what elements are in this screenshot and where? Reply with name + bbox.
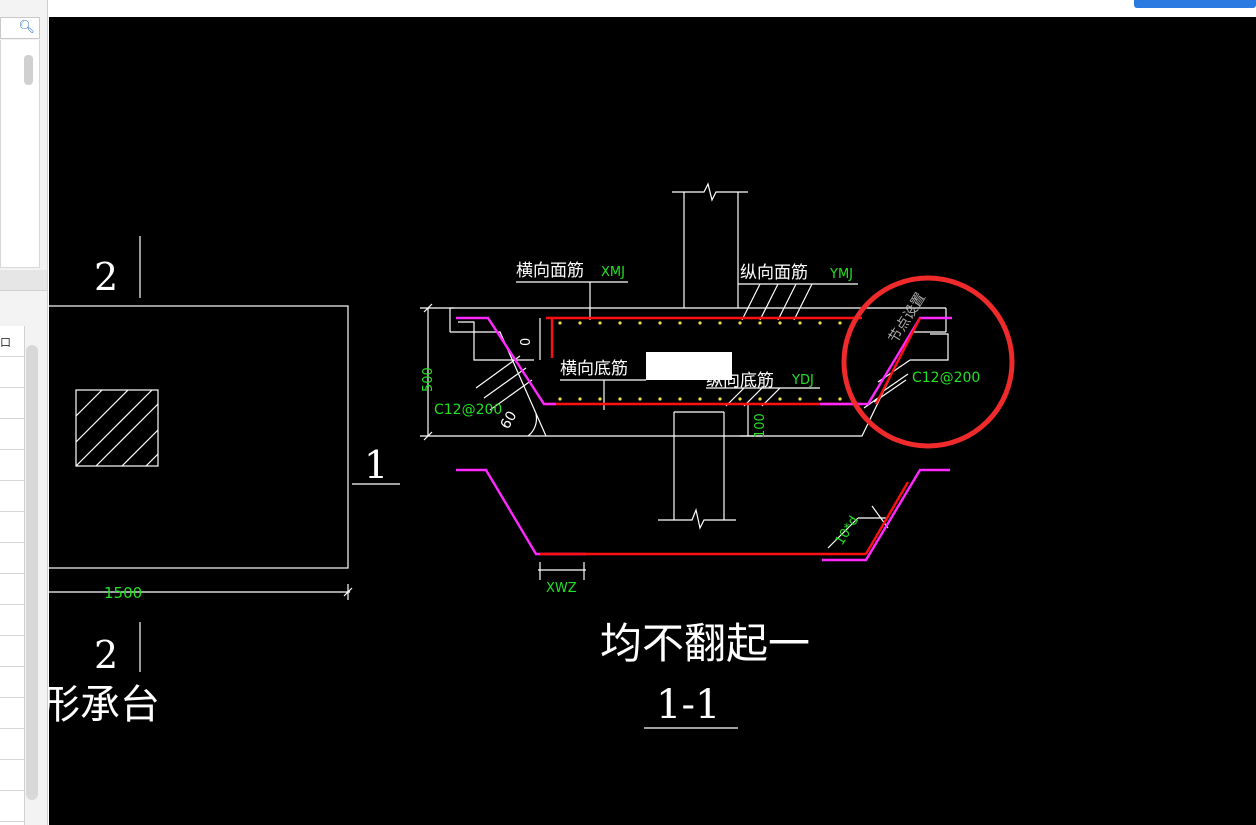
cap-bottom-edge [450, 331, 946, 437]
list-scrollbar[interactable] [24, 55, 33, 85]
grid-scrollbar[interactable] [26, 345, 38, 800]
pile-break-bottom [658, 507, 736, 530]
component-list[interactable] [0, 40, 40, 268]
top-toolbar [0, 0, 1256, 17]
plan-caption: 形承台 [49, 682, 160, 728]
pile-cap-outline [49, 305, 349, 569]
code-bottom-longitudinal: YDJ [791, 373, 814, 388]
left-panel: 🔍︎ 口 [0, 0, 48, 825]
detail-rebar-right-inner [864, 481, 910, 555]
dim-cover-label: 100 [753, 413, 768, 438]
grid-cell-text: 口 [0, 336, 11, 349]
label-top-longitudinal: 纵向面筋 [740, 263, 808, 283]
code-top-transverse: XMJ [601, 265, 625, 280]
plan-section-mark-2-bottom: 2 [94, 633, 118, 677]
label-top-transverse: 横向面筋 [516, 261, 584, 281]
left-slope-rebar [456, 316, 556, 406]
rebar-left-label: C12@200 [434, 402, 502, 418]
search-input[interactable]: 🔍︎ [0, 17, 40, 39]
dim-zero-label: 0 [519, 338, 534, 346]
note-no-bend: 均不翻起一 [600, 619, 810, 668]
rebar-right-label: C12@200 [912, 370, 980, 386]
cad-canvas[interactable]: 2 1 2 1500 形承台 横向面筋 XMJ 纵向面筋 YMJ 横向底筋 纵向… [49, 17, 1256, 825]
leader-right-slope [910, 333, 949, 361]
dim-xwz-label: XWZ [546, 581, 577, 596]
section-title: 1-1 [656, 682, 720, 728]
column-section [75, 389, 159, 467]
search-icon[interactable]: 🔍︎ [18, 20, 35, 35]
label-bottom-longitudinal: 纵向底筋 [706, 371, 774, 391]
angle-arc [527, 413, 538, 437]
highlight-circle [841, 275, 1015, 449]
column-hatch [75, 389, 159, 467]
right-slope-rebar-inner [874, 317, 922, 405]
dim-line-anchor [827, 517, 859, 549]
label-bottom-transverse: 横向底筋 [560, 359, 628, 379]
property-grid[interactable] [0, 326, 25, 825]
code-top-longitudinal: YMJ [829, 267, 853, 282]
plan-section-mark-2-top: 2 [94, 255, 118, 299]
leader-left-slope [458, 321, 534, 361]
column-break-top [672, 182, 748, 202]
rebar-dots [558, 321, 842, 401]
detail-rebar-right [822, 468, 950, 562]
top-right-button[interactable] [1134, 0, 1256, 8]
cad-drawing: 2 1 2 1500 形承台 横向面筋 XMJ 纵向面筋 YMJ 横向底筋 纵向… [49, 182, 1015, 729]
angle-label: 60 [498, 409, 521, 432]
redaction-box [646, 352, 732, 380]
plan-section-mark-1: 1 [364, 443, 388, 487]
plan-dim-width: 1500 [104, 584, 142, 602]
detail-rebar-left [456, 468, 586, 556]
right-slope-rebar [820, 316, 952, 406]
dim-height-label: 500 [421, 367, 436, 392]
panel-divider[interactable] [0, 270, 47, 291]
